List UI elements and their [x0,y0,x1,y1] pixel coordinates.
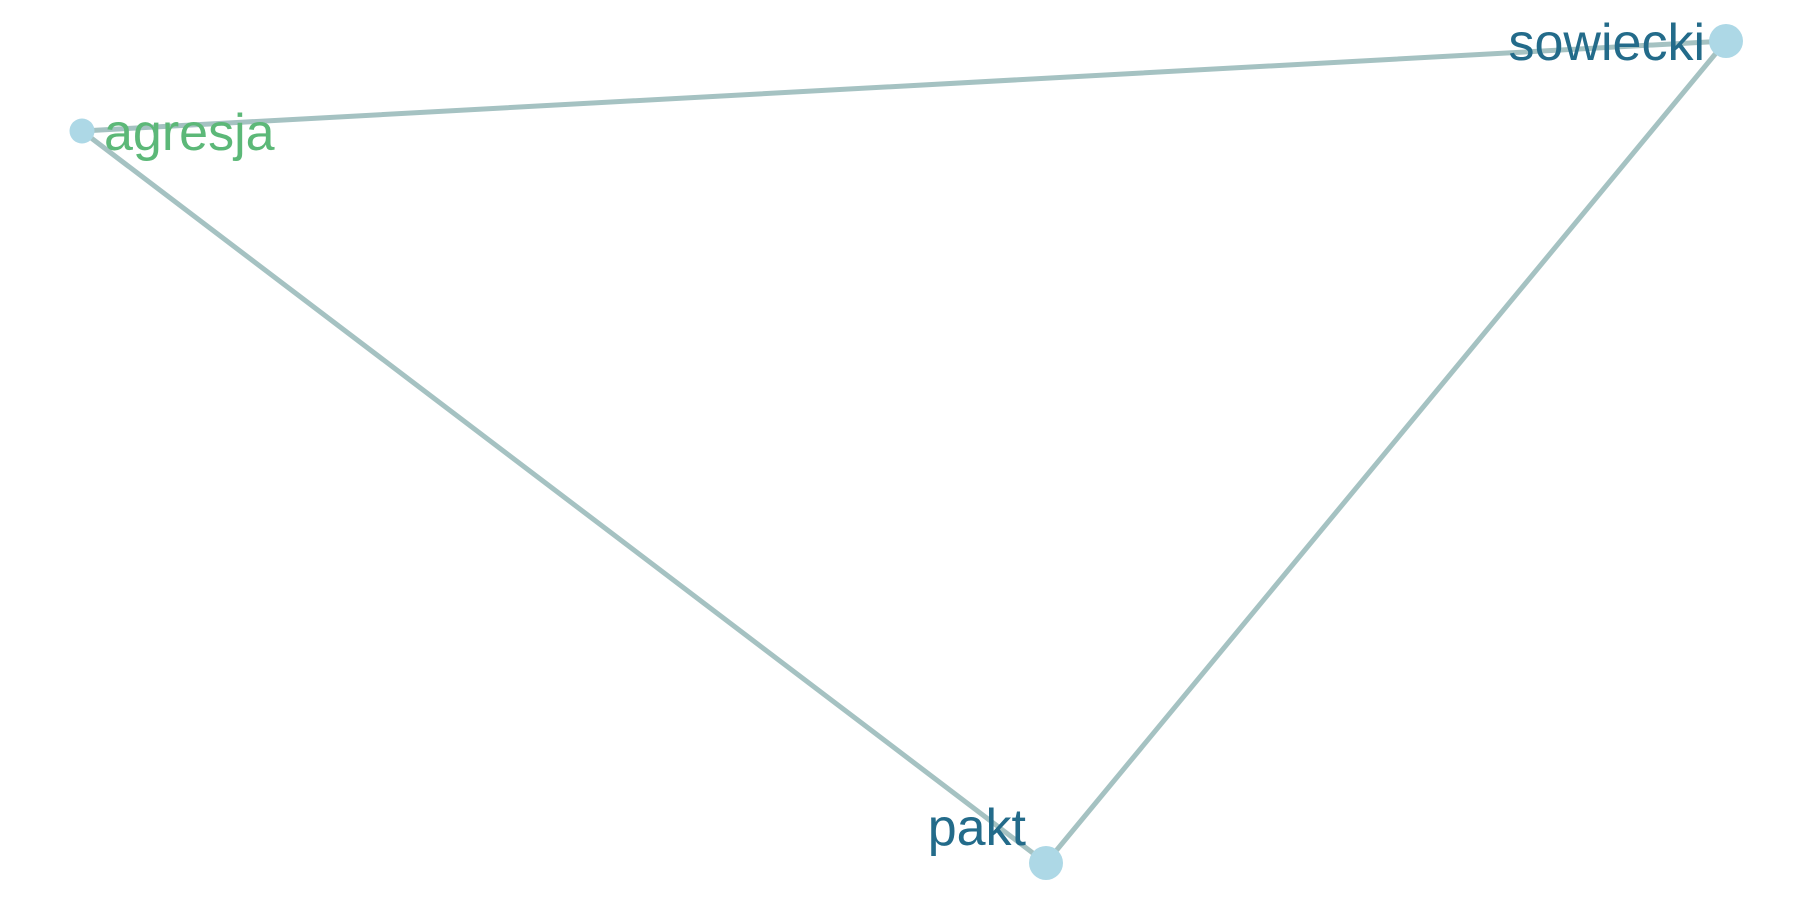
edge-sowiecki-pakt [1043,38,1729,866]
node-pakt [1029,846,1063,880]
edges-layer [79,38,1729,866]
labels-layer: agresja sowiecki pakt [104,14,1705,857]
nodes-layer [69,24,1743,880]
edge-agresja-sowiecki [79,38,1729,134]
node-agresja [69,118,95,144]
node-label-pakt: pakt [928,799,1027,857]
node-sowiecki [1709,24,1743,58]
node-label-agresja: agresja [104,104,275,162]
node-label-sowiecki: sowiecki [1509,14,1706,72]
edge-agresja-pakt [79,128,1049,866]
